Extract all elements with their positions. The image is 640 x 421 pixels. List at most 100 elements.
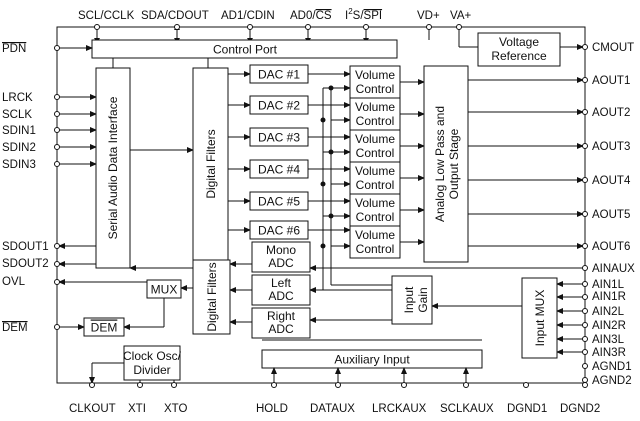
pin-xto: XTO <box>164 403 187 415</box>
pin-i2s-sup: 2 <box>348 7 353 16</box>
volume-control-2-block <box>349 97 401 131</box>
dac-1-label: DAC #1 <box>258 68 300 82</box>
dac-3-label: DAC #3 <box>258 131 300 145</box>
input-gain-line1: Input <box>402 286 416 313</box>
analog-output-stage-label: Analog Low Pass andOutput Stage <box>433 106 461 222</box>
dac-column: DAC #1 DAC #2 DAC #3 DAC #4 DAC #5 DAC #… <box>228 64 309 240</box>
pin-aout5: AOUT5 <box>592 209 630 221</box>
pin-ad0-cs-overbar: CS <box>316 10 332 22</box>
input-gain-block <box>391 275 433 325</box>
right-adc-line1: Right <box>267 309 296 323</box>
pin-hold: HOLD <box>256 403 288 415</box>
auxiliary-input-block <box>261 349 483 369</box>
clock-label: Clock Osc/Divider <box>123 349 182 377</box>
mono-adc-block <box>251 241 311 273</box>
bottom-pin-markers <box>89 382 588 388</box>
volume-control-5-line1: Volume <box>355 196 395 210</box>
pin-scl-cclk: SCL/CCLK <box>78 10 135 22</box>
pin-dataux: DATAUX <box>310 403 355 415</box>
volume-control-3-line2: Control <box>356 146 395 160</box>
pin-sclk: SCLK <box>2 109 32 121</box>
dac-5-label: DAC #5 <box>258 195 300 209</box>
pin-aout6: AOUT6 <box>592 241 630 253</box>
volume-control-2-line1: Volume <box>355 100 395 114</box>
volume-control-6-line1: Volume <box>355 228 395 242</box>
serial-audio-block <box>95 67 131 269</box>
input-gain-label: InputGain <box>402 286 430 313</box>
pin-dgnd2: DGND2 <box>560 403 600 415</box>
chip-outline <box>56 26 586 384</box>
left-adc-line1: Left <box>271 276 292 290</box>
pin-ainaux: AINAUX <box>592 263 635 275</box>
pin-ad0-cs: AD0/CS <box>290 10 332 22</box>
control-port-label: Control Port <box>213 43 278 57</box>
digital-filters-bottom-label: Digital Filters <box>205 262 219 331</box>
pin-dem: DEM <box>2 322 28 334</box>
dac-6-label: DAC #6 <box>258 224 300 238</box>
pin-i2s-spi: I2S/SPI <box>345 7 382 22</box>
volume-control-4-line2: Control <box>356 178 395 192</box>
digital-filters-top-label: Digital Filters <box>204 129 218 198</box>
top-pin-markers <box>94 24 462 30</box>
pin-sdin2: SDIN2 <box>2 142 36 154</box>
volume-control-4-block <box>349 161 401 195</box>
dem-label: DEM <box>91 321 118 335</box>
volume-to-analog-wires <box>400 79 425 245</box>
ain-wires <box>309 265 583 355</box>
pin-sclkaux: SCLKAUX <box>440 403 494 415</box>
pin-pdn: PDN <box>2 43 26 55</box>
input-gain-line2: Gain <box>416 287 430 312</box>
volume-control-5-line2: Control <box>356 210 395 224</box>
pin-ain3l: AIN3L <box>592 334 625 346</box>
pin-i2s-s: S/ <box>353 10 365 22</box>
top-pin-wires <box>96 27 460 40</box>
pin-i2s-i: I <box>345 10 348 22</box>
pin-ad1-cdin: AD1/CDIN <box>221 10 275 22</box>
volume-control-1-line2: Control <box>356 82 395 96</box>
left-adc-line2: ADC <box>268 289 294 303</box>
clock-line2: Divider <box>133 363 170 377</box>
pin-ain1r: AIN1R <box>592 291 626 303</box>
left-pin-wires <box>57 45 147 330</box>
auxiliary-input-label: Auxiliary Input <box>334 353 410 367</box>
dac-4-label: DAC #4 <box>258 163 300 177</box>
pin-sdout2: SDOUT2 <box>2 258 49 270</box>
left-pin-markers <box>54 45 60 330</box>
pin-aout2: AOUT2 <box>592 107 630 119</box>
pin-sdout1: SDOUT1 <box>2 241 49 253</box>
input-mux-block <box>521 277 558 359</box>
input-mux-label: Input MUX <box>533 290 547 347</box>
mono-adc-line2: ADC <box>268 256 294 270</box>
clock-block <box>123 345 181 381</box>
analog-output-line1: Analog Low Pass and <box>433 106 447 222</box>
pin-ad0-cs-prefix: AD0/ <box>290 10 316 22</box>
digital-filters-top-block <box>192 67 229 261</box>
dem-block <box>83 317 125 337</box>
voltage-reference-line1: Voltage <box>499 35 539 49</box>
voltage-reference-block <box>477 32 561 67</box>
analog-output-line2: Output Stage <box>447 128 461 199</box>
volume-control-1-line1: Volume <box>355 68 395 82</box>
voltage-reference-line2: Reference <box>491 49 547 63</box>
pin-ain2l: AIN2L <box>592 306 625 318</box>
volume-control-4-line1: Volume <box>355 164 395 178</box>
mix-bus <box>320 85 351 290</box>
volume-control-2-line2: Control <box>356 114 395 128</box>
pin-clkout: CLKOUT <box>69 403 116 415</box>
volume-control-5-block <box>349 193 401 227</box>
pin-lrckaux: LRCKAUX <box>372 403 427 415</box>
mux-label: MUX <box>151 283 178 297</box>
pin-ovl: OVL <box>2 276 26 288</box>
pin-ain1l: AIN1L <box>592 279 625 291</box>
pin-aout3: AOUT3 <box>592 141 630 153</box>
pin-sdin3: SDIN3 <box>2 159 36 171</box>
